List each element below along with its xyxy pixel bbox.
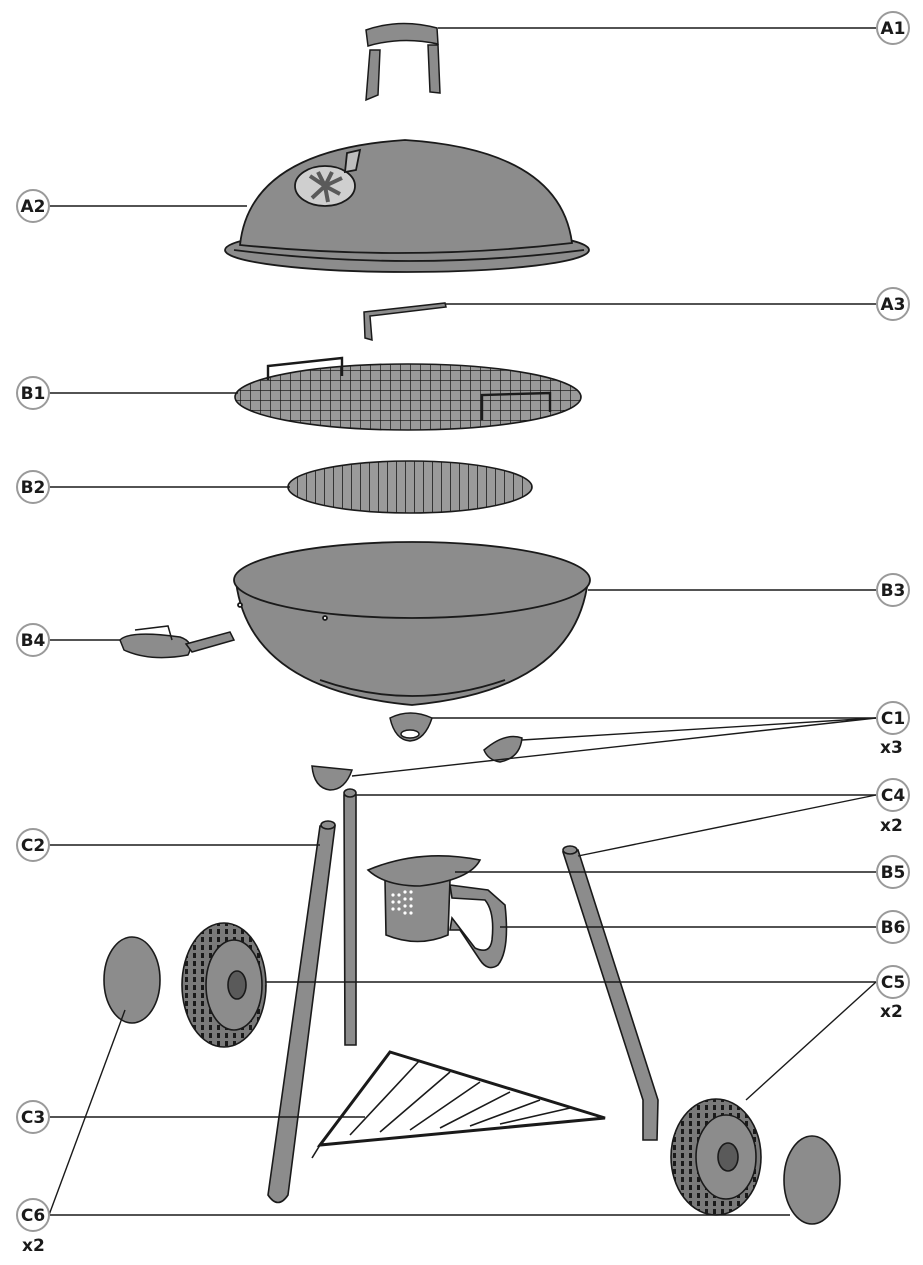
callout-bubble (876, 573, 910, 607)
callout-label: B3 (881, 581, 906, 601)
quantity-C4: x2 (880, 816, 903, 836)
leg-socket-part (311, 712, 523, 791)
callout-bubble (16, 376, 50, 410)
callout-label: A2 (21, 197, 46, 217)
ash-catcher-part (366, 854, 482, 943)
callout-label: C4 (881, 786, 905, 806)
cooking-grate-part (234, 356, 582, 431)
callout-label: A3 (881, 295, 906, 315)
callout-bubble (876, 11, 910, 45)
callout-label: B4 (21, 631, 46, 651)
callout-A2: A2 (16, 189, 50, 223)
callout-label: C1 (881, 709, 905, 729)
wheel-left-part (181, 922, 267, 1048)
callout-label: B5 (881, 863, 906, 883)
callout-label: C5 (881, 973, 905, 993)
callout-label: C2 (21, 836, 45, 856)
callout-bubble (876, 701, 910, 735)
lid-hook-part (363, 302, 447, 342)
callout-bubble (876, 965, 910, 999)
quantity-C1: x3 (880, 738, 903, 758)
callout-bubble (876, 855, 910, 889)
callout-bubble (16, 1100, 50, 1134)
callout-bubble (876, 778, 910, 812)
callout-label: C6 (21, 1206, 45, 1226)
callout-label: B1 (21, 384, 46, 404)
callout-label: C3 (21, 1108, 45, 1128)
callout-B3: B3 (876, 573, 910, 607)
base-frame-part (311, 1050, 606, 1159)
quantity-C5: x2 (880, 1002, 903, 1022)
lid-part (224, 139, 590, 273)
front-leg-part (343, 788, 357, 1046)
lid-handle-part (365, 22, 441, 102)
callout-bubble (16, 470, 50, 504)
callout-C4: C4 (876, 778, 910, 812)
callout-B2: B2 (16, 470, 50, 504)
wheel-right-part (670, 1098, 762, 1216)
side-leg-part (267, 820, 336, 1204)
callout-C2: C2 (16, 828, 50, 862)
callout-B4: B4 (16, 623, 50, 657)
callout-label: A1 (881, 19, 906, 39)
callout-B1: B1 (16, 376, 50, 410)
quantity-C6: x2 (22, 1236, 45, 1256)
callout-label: B2 (21, 478, 46, 498)
callout-B5: B5 (876, 855, 910, 889)
hubcap-right-part (783, 1135, 841, 1225)
bowl-handle-part (119, 625, 236, 659)
callout-A3: A3 (876, 287, 910, 321)
callout-C1: C1 (876, 701, 910, 735)
callout-bubble (16, 1198, 50, 1232)
ash-catcher-handle-part (449, 884, 508, 969)
hubcap-left-part (103, 936, 161, 1024)
callout-C5: C5 (876, 965, 910, 999)
bowl-part (233, 541, 591, 706)
charcoal-grate-part (287, 460, 533, 514)
callout-C3: C3 (16, 1100, 50, 1134)
callout-bubble (16, 828, 50, 862)
callout-label: B6 (881, 918, 906, 938)
leader-lines (48, 27, 877, 1216)
rear-leg-part (561, 845, 659, 1141)
callout-bubble (16, 623, 50, 657)
callout-bubble (16, 189, 50, 223)
callout-A1: A1 (876, 11, 910, 45)
lid-vent (294, 148, 362, 207)
callout-C6: C6 (16, 1198, 50, 1232)
callout-B6: B6 (876, 910, 910, 944)
callout-bubble (876, 287, 910, 321)
callout-bubble (876, 910, 910, 944)
